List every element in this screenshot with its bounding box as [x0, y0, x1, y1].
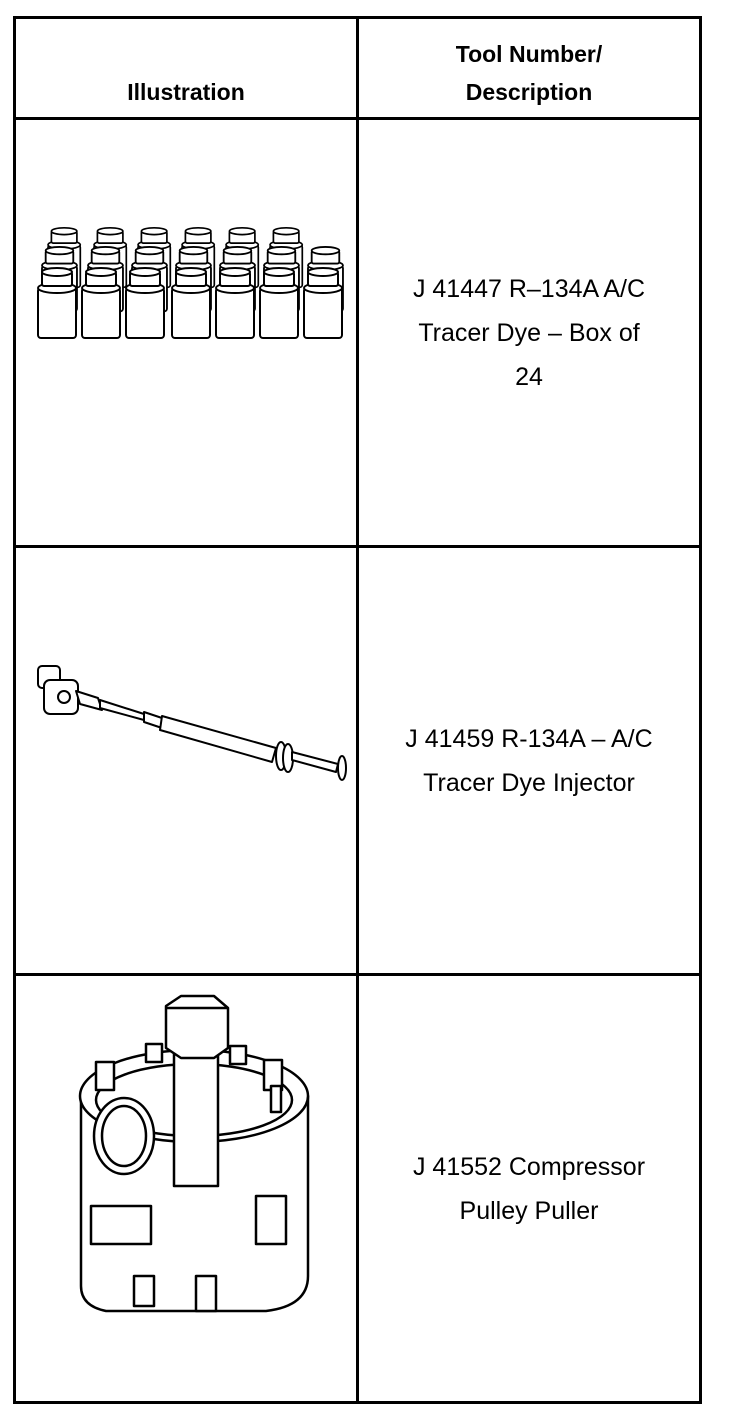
table-row: J 41447 R–134A A/C Tracer Dye – Box of 2… [13, 117, 702, 548]
description-line: 24 [515, 362, 543, 391]
header-row: Illustration Tool Number/ Description [13, 16, 702, 120]
pulley-puller-icon [78, 994, 310, 1313]
dye-bottle [259, 267, 299, 339]
dye-bottle [171, 267, 211, 339]
tool-number-header: Tool Number/ Description [356, 16, 702, 120]
description-cell: J 41447 R–134A A/C Tracer Dye – Box of 2… [356, 117, 702, 548]
illustration-cell [13, 973, 359, 1404]
dye-bottle [125, 267, 165, 339]
tool-header-line-1: Tool Number/ [455, 41, 603, 67]
dye-bottle [303, 267, 343, 339]
description-line: J 41552 Compressor [412, 1152, 646, 1181]
description-line: J 41459 R-134A – A/C [405, 724, 653, 753]
illustration-header-label: Illustration [127, 79, 245, 105]
description-cell: J 41459 R-134A – A/C Tracer Dye Injector [356, 545, 702, 976]
illustration-cell [13, 117, 359, 548]
description-cell: J 41552 Compressor Pulley Puller [356, 973, 702, 1404]
description-line: Tracer Dye Injector [423, 768, 635, 797]
description-line: Tracer Dye – Box of [418, 318, 640, 347]
dye-bottle [81, 267, 121, 339]
tool-table: Illustration Tool Number/ Description [13, 16, 702, 1404]
description-line: Pulley Puller [459, 1196, 599, 1225]
table-row: J 41552 Compressor Pulley Puller [13, 973, 702, 1404]
dye-bottles-icon [37, 226, 344, 339]
dye-injector-icon [37, 665, 347, 781]
dye-bottle [215, 267, 255, 339]
description-line: J 41447 R–134A A/C [412, 274, 646, 303]
illustration-cell [13, 545, 359, 976]
table-row: J 41459 R-134A – A/C Tracer Dye Injector [13, 545, 702, 976]
tool-header-line-2: Description [465, 79, 593, 105]
dye-bottle [37, 267, 77, 339]
illustration-header: Illustration [13, 16, 359, 120]
